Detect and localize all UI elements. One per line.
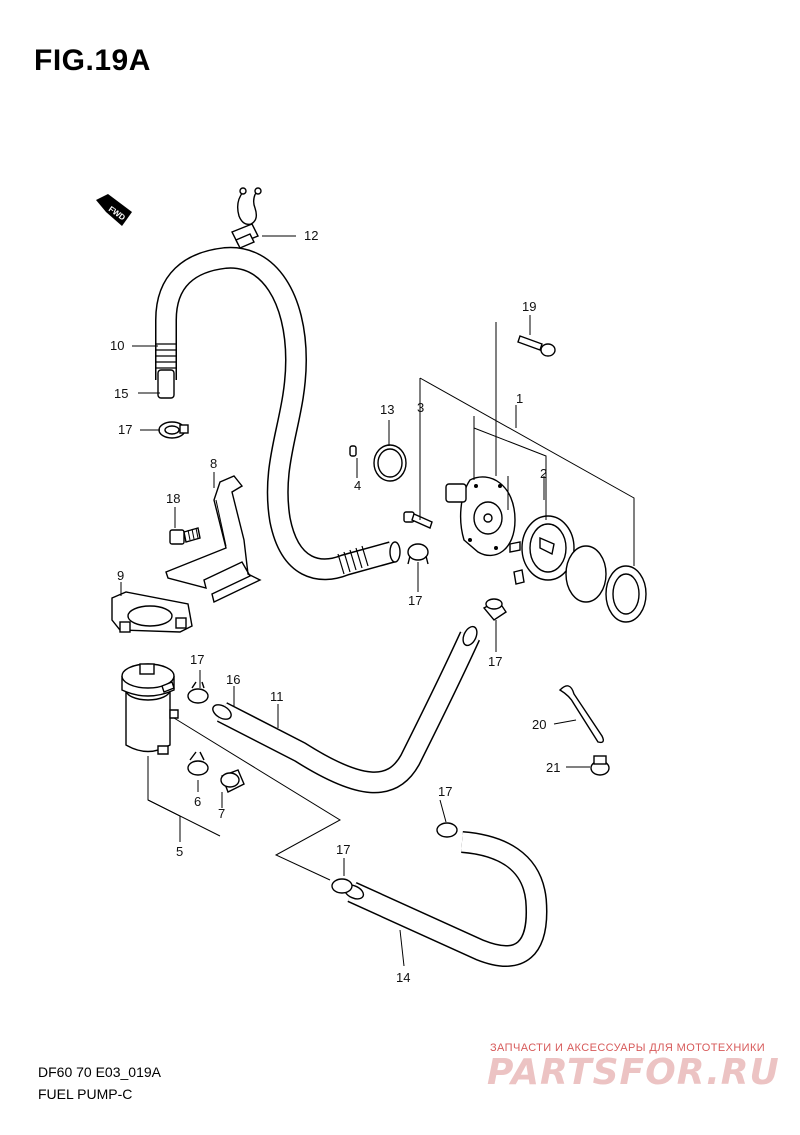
filter-holder-part-9 [111, 591, 193, 633]
figure-title: FIG.19A [34, 44, 151, 77]
bolt-part-18 [169, 527, 201, 545]
clip-part-20 [558, 685, 605, 744]
callout-21: 21 [546, 760, 560, 775]
section-name: FUEL PUMP-C [38, 1086, 133, 1102]
callout-13: 13 [380, 402, 394, 417]
callout-4: 4 [354, 478, 361, 493]
watermark-logo: PARTSFOR.RU [487, 1052, 780, 1093]
pump-cover-part-2 [509, 515, 575, 585]
model-code: DF60 70 E03_019A [38, 1064, 161, 1080]
callout-17-filter: 17 [190, 652, 204, 667]
callout-17-hose11: 17 [488, 654, 502, 669]
callout-7: 7 [218, 806, 225, 821]
fuel-pump-part-1 [445, 476, 516, 557]
fuel-hose-part-11 [212, 625, 481, 794]
callout-17-pump: 17 [408, 593, 422, 608]
callout-5: 5 [176, 844, 183, 859]
callout-12: 12 [304, 228, 318, 243]
cap-part-7 [220, 769, 245, 793]
callout-10: 10 [110, 338, 124, 353]
watermark-tagline: ЗАПЧАСТИ И АКСЕССУАРЫ ДЛЯ МОТОТЕХНИКИ [490, 1042, 766, 1054]
bracket-part-8 [165, 475, 262, 604]
plug-part-21 [590, 755, 610, 776]
callout-6: 6 [194, 794, 201, 809]
callout-14: 14 [396, 970, 410, 985]
hose-clamp-part-17 [331, 878, 353, 894]
fwd-arrow-icon: FWD [96, 194, 132, 226]
fuel-hose-part-14 [343, 831, 548, 967]
hose-clamp-part-17 [436, 822, 458, 838]
callout-16: 16 [226, 672, 240, 687]
callout-15: 15 [114, 386, 128, 401]
fuel-filter-part-5 [121, 663, 179, 755]
hose-clamp-part-17 [187, 681, 209, 704]
hose-clamp-part-17 [407, 543, 429, 565]
clamp-part-6 [187, 751, 209, 776]
hose-clamp-part-17 [482, 598, 507, 621]
callout-19: 19 [522, 299, 536, 314]
callout-17-hose14-bottom: 17 [336, 842, 350, 857]
callout-labels: 1 2 3 4 5 6 7 8 9 10 11 12 13 14 15 16 1… [110, 228, 560, 985]
callout-17-hose14-top: 17 [438, 784, 452, 799]
o-ring-part-13 [373, 444, 407, 482]
bolt-part-19 [517, 335, 556, 357]
leader-lines [120, 235, 635, 967]
screw-part-3 [403, 511, 433, 529]
hose-clip-part-12 [231, 187, 262, 249]
fuel-hose-part-10 [155, 246, 401, 581]
callout-1: 1 [516, 391, 523, 406]
callout-17-upper: 17 [118, 422, 132, 437]
hose-clamp-part-17 [158, 421, 189, 439]
callout-18: 18 [166, 491, 180, 506]
callout-3: 3 [417, 400, 424, 415]
gasket-part-2 [565, 545, 607, 603]
callout-20: 20 [532, 717, 546, 732]
gasket-part-1 [605, 565, 647, 623]
callout-2: 2 [540, 466, 547, 481]
callout-11: 11 [270, 689, 284, 704]
callout-8: 8 [210, 456, 217, 471]
pin-part-4 [349, 445, 357, 457]
callout-9: 9 [117, 568, 124, 583]
